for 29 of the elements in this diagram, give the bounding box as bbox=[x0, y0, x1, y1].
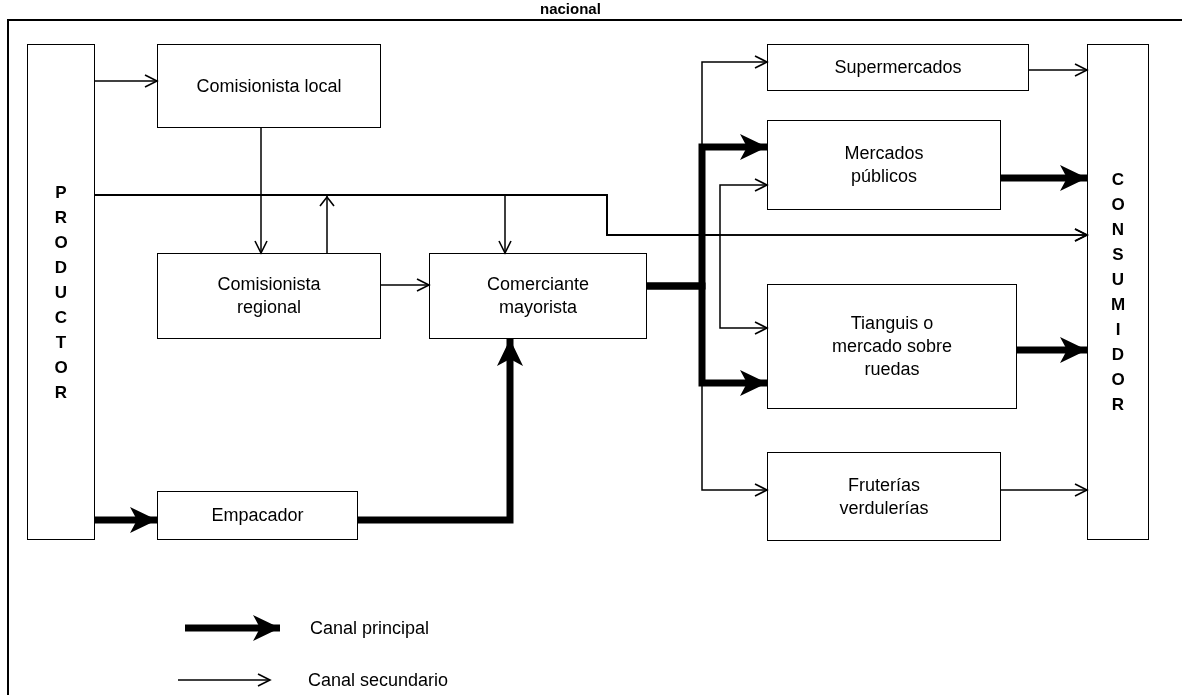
box-label: Empacador bbox=[211, 504, 304, 527]
arrow bbox=[326, 194, 1088, 254]
vertical-label: CONSUMIDOR bbox=[1110, 169, 1126, 416]
process-box bbox=[157, 44, 381, 128]
vertical-label: PRODUCTOR bbox=[53, 181, 69, 404]
legend-label: Canal principal bbox=[310, 617, 430, 639]
arrow bbox=[1000, 483, 1088, 497]
arrow bbox=[94, 74, 158, 88]
box-label: Fruterías verdulerías bbox=[838, 473, 930, 520]
arrow bbox=[1028, 63, 1088, 77]
actor-bar bbox=[1087, 44, 1149, 540]
arrow bbox=[380, 278, 430, 292]
process-box bbox=[429, 253, 647, 339]
process-box bbox=[767, 452, 1001, 541]
arrow bbox=[254, 127, 268, 254]
actor-bar bbox=[27, 44, 95, 540]
box-label: Supermercados bbox=[834, 56, 962, 79]
process-box bbox=[157, 253, 381, 339]
process-box bbox=[767, 120, 1001, 210]
process-box bbox=[767, 44, 1029, 91]
process-box bbox=[157, 491, 358, 540]
box-label: Tianguis o mercado sobre ruedas bbox=[830, 312, 954, 381]
diagram-title: nacional bbox=[540, 0, 601, 17]
box-label: Mercados públicos bbox=[843, 142, 925, 188]
process-box bbox=[767, 284, 1017, 409]
box-label: Comerciante mayorista bbox=[485, 273, 590, 319]
box-label: Comisionista regional bbox=[216, 273, 322, 319]
legend-label: Canal secundario bbox=[308, 669, 449, 691]
box-label: Comisionista local bbox=[196, 74, 342, 98]
